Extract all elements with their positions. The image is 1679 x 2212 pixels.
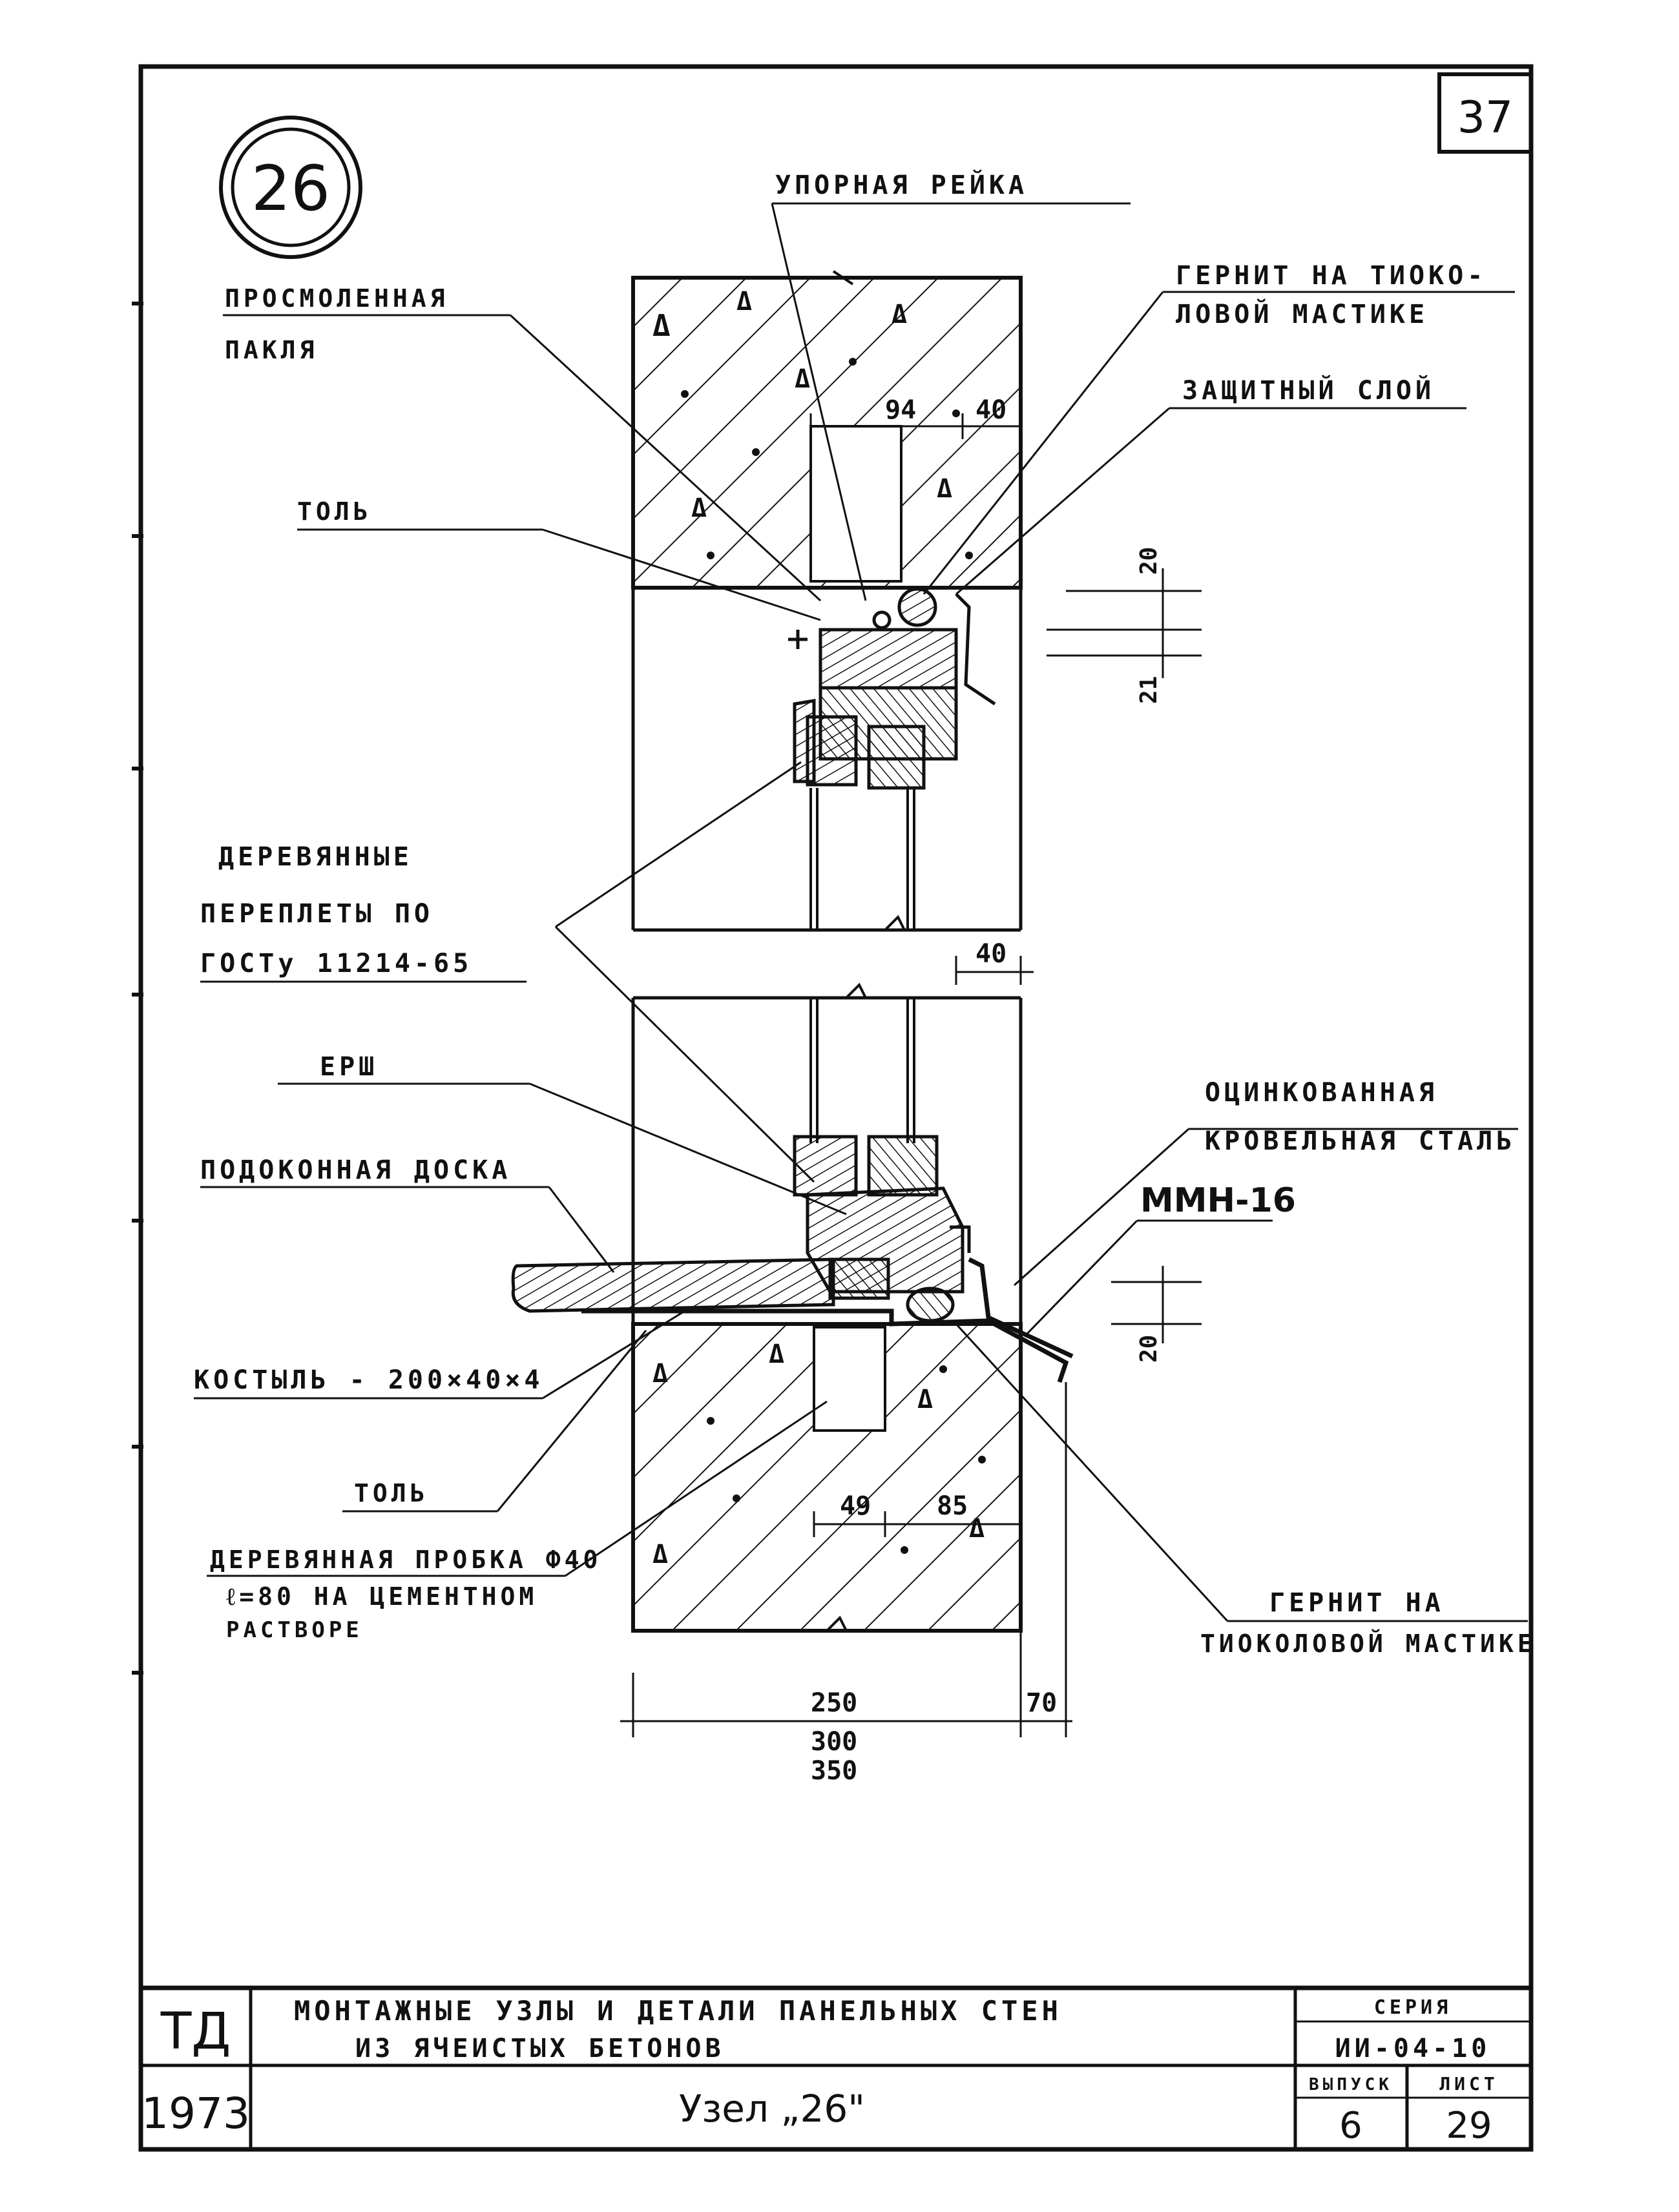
node-marker-label: 26 [251, 152, 330, 225]
lower-window-frame [793, 1135, 971, 1300]
dimension-lines [620, 413, 1202, 1737]
sheet-frame [132, 64, 1534, 2152]
dim-300: 300 [811, 1727, 857, 1757]
label-ersh: ЕРШ [320, 1052, 378, 1082]
callout-labels: УПОРНАЯ РЕЙКА ПРОСМОЛЕННАЯ ПАКЛЯ ГЕРНИТ … [194, 169, 1536, 1658]
label-pereplety-3: ГОСТу 11214-65 [200, 949, 472, 978]
label-tol-bottom: ТОЛЬ [354, 1479, 429, 1507]
label-pereplety-1: ДЕРЕВЯННЫЕ [218, 842, 413, 872]
org-code: ТД [160, 2003, 231, 2061]
label-probka-1: ДЕРЕВЯННАЯ ПРОБКА Ф40 [210, 1545, 601, 1574]
dim-94: 94 [885, 395, 916, 425]
label-promaslennaya: ПРОСМОЛЕННАЯ [225, 284, 449, 313]
sheet-value: 29 [1446, 2105, 1492, 2147]
dim-21: 21 [1136, 676, 1162, 704]
dim-350: 350 [811, 1756, 857, 1786]
label-ocinkovannaya-2: КРОВЕЛЬНАЯ СТАЛЬ [1205, 1126, 1516, 1156]
dim-20-bottom: 20 [1136, 1335, 1162, 1363]
label-gernit-top-1: ГЕРНИТ НА ТИОКО- [1176, 261, 1486, 291]
label-probka-3: РАСТВОРЕ [226, 1617, 363, 1643]
dim-250: 250 [811, 1688, 857, 1718]
svg-text:Δ: Δ [795, 364, 810, 394]
label-probka-2: ℓ=80 НА ЦЕМЕНТНОМ [226, 1582, 537, 1611]
svg-text:Δ: Δ [736, 287, 752, 316]
svg-text:Δ: Δ [969, 1514, 985, 1544]
dim-49: 49 [840, 1491, 871, 1521]
series-label: СЕРИЯ [1374, 1996, 1452, 2019]
dim-70: 70 [1026, 1688, 1057, 1718]
svg-text:Δ: Δ [892, 300, 907, 329]
page-number-box: 37 [1437, 72, 1533, 154]
svg-text:Δ: Δ [652, 1359, 668, 1389]
dim-20-top: 20 [1136, 547, 1162, 575]
page-number: 37 [1457, 92, 1514, 143]
svg-text:Δ: Δ [769, 1339, 784, 1369]
title-line-2: ИЗ ЯЧЕИСТЫХ БЕТОНОВ [355, 2034, 725, 2063]
lower-concrete-panel: Δ Δ Δ Δ Δ [631, 1322, 1023, 1633]
windowsill-board [511, 1257, 835, 1313]
svg-text:Δ: Δ [917, 1385, 933, 1414]
issue-value: 6 [1339, 2105, 1362, 2147]
node-marker: 26 [219, 116, 362, 259]
label-gernit-bottom-1: ГЕРНИТ НА [1269, 1588, 1444, 1618]
title-block [141, 1985, 1531, 2149]
title-block-text: ТД 1973 МОНТАЖНЫЕ УЗЛЫ И ДЕТАЛИ ПАНЕЛЬНЫ… [141, 1995, 1498, 2147]
svg-text:Δ: Δ [691, 493, 707, 523]
label-upornaya-reika: УПОРНАЯ РЕЙКА [775, 169, 1028, 200]
label-mmn: ММН-16 [1140, 1181, 1296, 1220]
label-gernit-bottom-2: ТИОКОЛОВОЙ МАСТИКЕ [1200, 1629, 1536, 1658]
sheet-label: ЛИСТ [1439, 2073, 1498, 2094]
dim-85: 85 [937, 1491, 968, 1521]
year: 1973 [141, 2089, 250, 2138]
svg-text:Δ: Δ [652, 1540, 668, 1569]
svg-text:Δ: Δ [652, 308, 671, 343]
title-line-1: МОНТАЖНЫЕ УЗЛЫ И ДЕТАЛИ ПАНЕЛЬНЫХ СТЕН [294, 1995, 1062, 2027]
leader-lines [194, 202, 1528, 1622]
svg-text:Δ: Δ [937, 474, 952, 504]
label-kostyl: КОСТЫЛЬ - 200×40×4 [194, 1365, 543, 1395]
glazing [809, 788, 915, 1143]
dim-40-mid: 40 [975, 939, 1006, 969]
label-gernit-top-2: ЛОВОЙ МАСТИКЕ [1176, 298, 1428, 329]
label-podokonnaya: ПОДОКОННАЯ ДОСКА [200, 1155, 511, 1185]
dim-40-top: 40 [975, 395, 1006, 425]
upper-window-frame [788, 587, 996, 790]
label-zashchitny-sloi: ЗАЩИТНЫЙ СЛОЙ [1182, 375, 1435, 406]
label-ocinkovannaya-1: ОЦИНКОВАННАЯ [1205, 1078, 1438, 1108]
label-pereplety-2: ПЕРЕПЛЕТЫ ПО [200, 899, 433, 929]
series-value: ИИ-04-10 [1335, 2034, 1491, 2063]
dimension-labels: 94 40 20 21 40 20 49 85 250 300 350 70 [811, 395, 1162, 1786]
node-title: Узел „26" [679, 2087, 865, 2131]
label-tol-top: ТОЛЬ [297, 497, 372, 526]
issue-label: ВЫПУСК [1309, 2075, 1393, 2094]
label-paklya: ПАКЛЯ [225, 336, 318, 364]
